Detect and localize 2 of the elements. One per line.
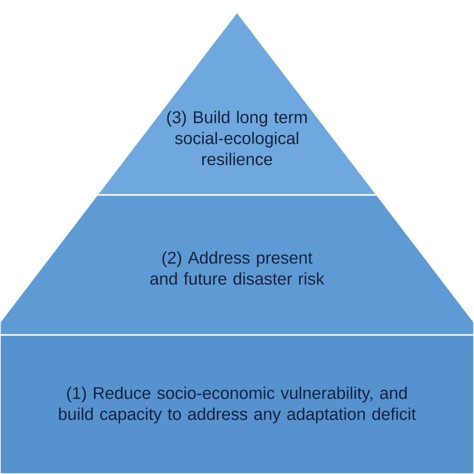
pyramid-tier: (1) Reduce socio-economic vulnerability, and build capacity to address any adaptation deficit xyxy=(0,334,474,474)
pyramid-tier: (2) Address present and future disaster risk xyxy=(0,194,474,336)
